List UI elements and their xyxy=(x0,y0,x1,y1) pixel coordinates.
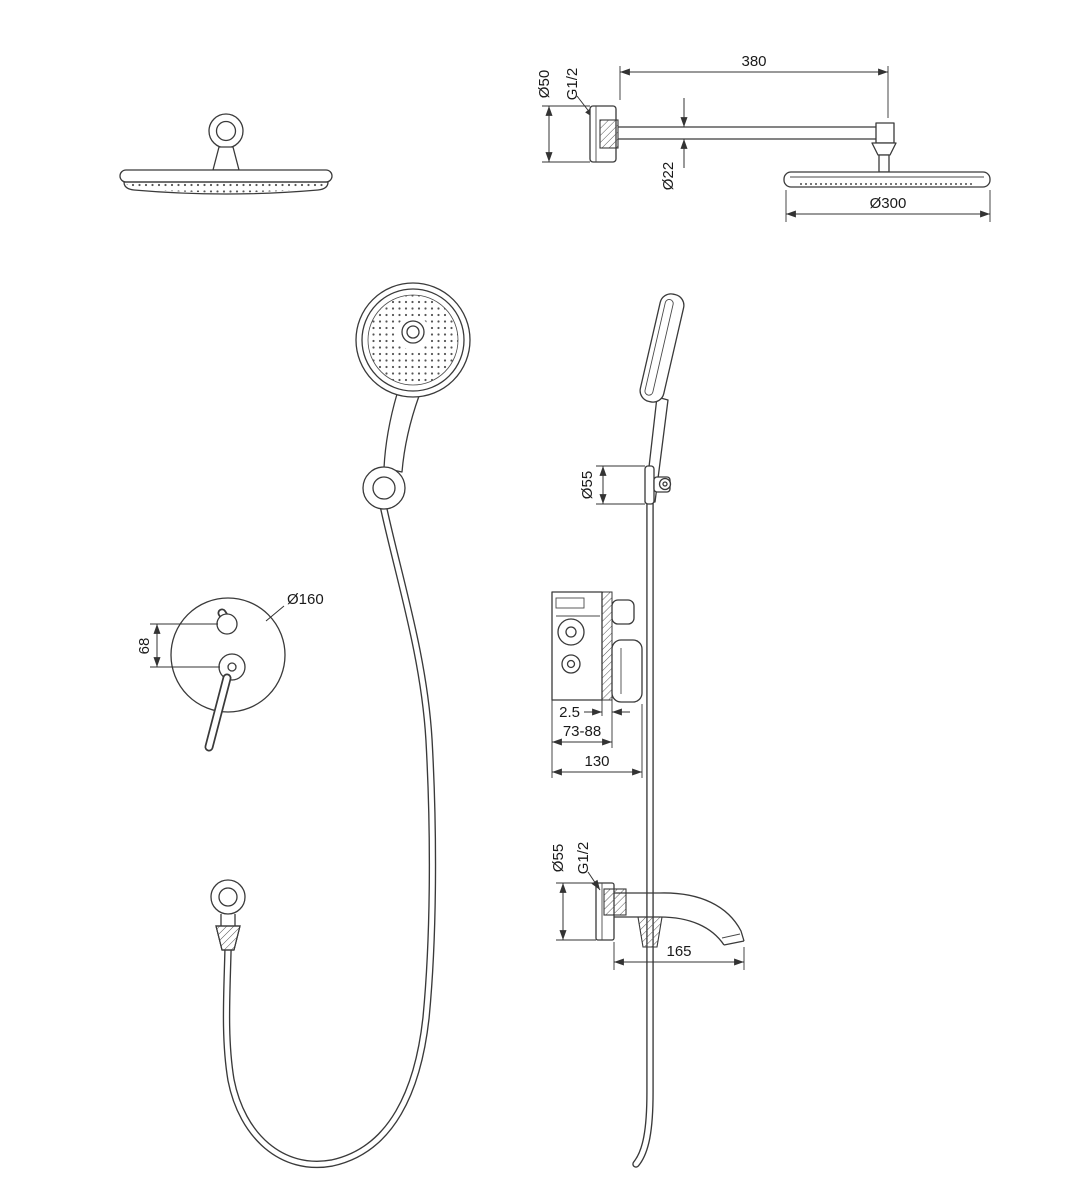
dim-label-bracket-dia: Ø55 xyxy=(579,471,596,499)
hand-shower-head-side xyxy=(639,293,685,403)
mode-button xyxy=(401,320,425,344)
valve-body xyxy=(551,591,603,701)
dim-label-overall-depth: 130 xyxy=(584,753,609,770)
wall-outlet-front-view xyxy=(210,879,246,951)
dim-label-thread: G1/2 xyxy=(564,68,581,101)
dim-label-spout-plate-dia: Ø55 xyxy=(550,844,567,872)
bracket-plate xyxy=(644,465,655,505)
rain-head-face xyxy=(123,181,329,195)
valve-side-view: 2.5 73-88 130 xyxy=(551,591,643,778)
hose-collar xyxy=(637,916,663,948)
mixer-knob xyxy=(218,653,246,681)
hand-shower-handle xyxy=(383,393,420,473)
shower-hose xyxy=(222,501,437,1169)
mixer-handle-side xyxy=(611,639,643,703)
dim-label-head-dia: Ø300 xyxy=(870,195,907,212)
rain-head-disc xyxy=(119,169,333,183)
spout-thread xyxy=(603,888,627,916)
dim-label-handle-spacing: 68 xyxy=(136,638,153,655)
dim-label-plate-dia: Ø50 xyxy=(536,70,553,98)
bracket-pin xyxy=(658,477,672,491)
mixer-front-view: Ø160 68 xyxy=(136,591,324,752)
hand-shower-side-view: Ø55 xyxy=(579,293,685,1168)
diverter-knob-side xyxy=(611,599,635,625)
diverter-knob xyxy=(216,613,238,635)
dim-label-mixer-dia: Ø160 xyxy=(287,591,324,608)
ceiling-ring-inner xyxy=(215,120,237,142)
dim-label-spout-thread: G1/2 xyxy=(575,842,592,875)
wall-outlet-flange xyxy=(210,879,246,915)
rain-head-side-view: 380 Ø50 G1/2 Ø22 Ø300 xyxy=(536,53,991,222)
dim-label-spout-length: 165 xyxy=(666,943,691,960)
spout-body xyxy=(659,892,745,942)
dim-label-arm-dia: Ø22 xyxy=(660,162,677,190)
ceiling-ring xyxy=(208,113,244,149)
arm-elbow xyxy=(875,122,895,144)
head-bracket xyxy=(212,146,240,171)
valve-cartridge xyxy=(557,618,585,646)
thread-nipple xyxy=(599,119,619,149)
dim-label-embed-depth: 73-88 xyxy=(563,723,601,740)
dim-label-arm-length: 380 xyxy=(741,53,766,70)
rain-head-front-view xyxy=(119,113,333,195)
head-stem xyxy=(878,154,890,173)
rain-head-nozzles xyxy=(126,183,326,193)
hand-shower-front-view xyxy=(222,282,471,1169)
dim-label-plate-thickness: 2.5 xyxy=(559,704,580,721)
rain-head-disc-side xyxy=(783,171,991,188)
spout-side-view: Ø55 G1/2 165 xyxy=(550,842,745,970)
wall-section xyxy=(601,591,613,701)
